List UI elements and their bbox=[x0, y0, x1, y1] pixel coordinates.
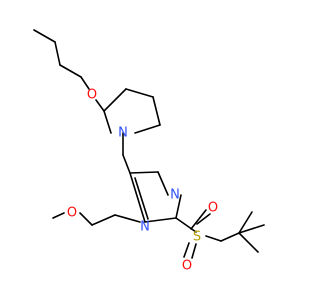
molecule-structure: O N N N O S O O bbox=[33, 29, 265, 274]
bond bbox=[59, 64, 82, 78]
bond bbox=[129, 171, 159, 174]
bond bbox=[157, 171, 169, 196]
bond bbox=[238, 211, 253, 234]
bond bbox=[125, 88, 154, 98]
bond bbox=[134, 177, 149, 220]
bond bbox=[33, 29, 56, 43]
bond bbox=[175, 194, 182, 219]
bond bbox=[196, 213, 211, 225]
bond bbox=[191, 243, 197, 259]
bond bbox=[54, 41, 61, 66]
bond bbox=[152, 96, 161, 126]
bond bbox=[80, 76, 90, 90]
bond bbox=[190, 209, 207, 230]
atom-labels: O N N N O S O O bbox=[67, 88, 218, 274]
bond bbox=[95, 99, 105, 112]
atom-label-oxygen: O bbox=[87, 88, 97, 103]
bond bbox=[103, 88, 127, 112]
atom-label-nitrogen: N bbox=[118, 126, 128, 141]
bond bbox=[134, 124, 161, 134]
atom-label-nitrogen: N bbox=[170, 188, 180, 203]
bond bbox=[238, 224, 265, 234]
bond bbox=[103, 110, 112, 134]
bond bbox=[114, 214, 141, 223]
bond bbox=[52, 212, 65, 219]
atom-label-sulfur: S bbox=[193, 230, 201, 245]
atom-label-oxygen: O bbox=[67, 206, 77, 221]
bond bbox=[91, 214, 116, 226]
bonds bbox=[33, 29, 265, 259]
bond bbox=[79, 212, 93, 226]
bond bbox=[144, 217, 177, 223]
bond bbox=[205, 235, 222, 242]
bond bbox=[220, 232, 240, 242]
bond bbox=[238, 232, 259, 253]
atom-label-oxygen: O bbox=[208, 201, 218, 216]
atom-label-oxygen: O bbox=[182, 259, 192, 274]
bond bbox=[175, 217, 197, 233]
bond bbox=[129, 172, 146, 223]
bond bbox=[183, 242, 190, 258]
atom-label-nitrogen: N bbox=[140, 220, 150, 235]
bond bbox=[122, 154, 131, 174]
